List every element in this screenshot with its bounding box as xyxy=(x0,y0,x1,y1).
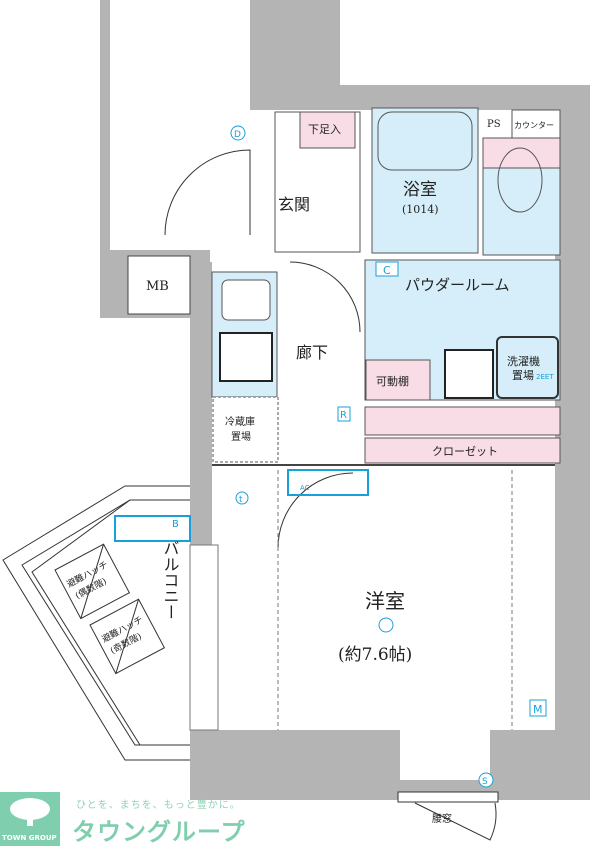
outdoor-unit xyxy=(114,515,191,542)
fridge-label-1: 冷蔵庫 xyxy=(225,415,255,428)
t-symbol: t xyxy=(239,495,243,505)
balcony xyxy=(2,485,190,761)
western-room-size: (約7.6帖) xyxy=(338,645,412,665)
d-symbol: D xyxy=(234,130,241,140)
logo-english: TOWN GROUP xyxy=(2,834,57,842)
fridge-label-2: 置場 xyxy=(231,430,251,443)
outlet-label: 2EET xyxy=(536,373,554,381)
c-symbol: C xyxy=(383,264,391,277)
waist-window-label: 腰窓 xyxy=(432,812,452,825)
washbasin xyxy=(444,349,494,399)
mb-label: MB xyxy=(146,279,169,294)
washer-label-1: 洗濯機 xyxy=(507,354,540,368)
tree-icon xyxy=(10,798,50,826)
ceiling-light-icon xyxy=(378,617,394,633)
western-room-label: 洋室 xyxy=(365,589,405,613)
ps-label: PS xyxy=(487,119,501,130)
entry-door[interactable] xyxy=(164,149,251,236)
logo-brand: タウングループ xyxy=(72,818,246,846)
bath-size-label: (1014) xyxy=(402,203,439,216)
closet-upper xyxy=(364,406,561,436)
town-group-logo: TOWN GROUP xyxy=(0,792,60,846)
movable-shelf xyxy=(365,359,431,401)
waist-window[interactable] xyxy=(397,791,499,803)
washer-space xyxy=(496,336,559,399)
evacuation-hatch-even[interactable]: 避難ハッチ (偶数階) xyxy=(54,543,131,620)
b-symbol: B xyxy=(172,519,179,530)
evacuation-hatch-odd[interactable]: 避難ハッチ (奇数階) xyxy=(89,598,166,675)
m-symbol: M xyxy=(533,703,543,716)
mb-space xyxy=(127,255,191,315)
shoe-closet-label: 下足入 xyxy=(308,123,341,136)
toilet-icon xyxy=(497,147,543,213)
hallway-label: 廊下 xyxy=(296,343,328,362)
closet xyxy=(364,437,561,464)
sink xyxy=(221,279,271,321)
closet-label: クローゼット xyxy=(432,445,498,458)
powder-room-label: パウダールーム xyxy=(405,276,510,294)
shoe-closet xyxy=(299,111,356,149)
s-symbol: S xyxy=(482,777,488,787)
washer-label-2: 置場 xyxy=(512,369,534,382)
stove xyxy=(219,332,273,382)
ac-label: AC xyxy=(300,484,310,492)
balcony-label: バルコニー xyxy=(161,540,180,620)
fridge-space xyxy=(212,396,279,463)
entrance-label: 玄関 xyxy=(278,195,310,214)
bath-label: 浴室 xyxy=(403,180,437,200)
bathroom xyxy=(371,107,479,254)
logo-tagline: ひとを、まちを、もっと豊かに。 xyxy=(76,800,241,811)
r-symbol: R xyxy=(340,410,347,421)
counter-label: カウンター xyxy=(514,121,554,130)
air-conditioner xyxy=(287,469,369,496)
movable-shelf-label: 可動棚 xyxy=(376,374,409,388)
